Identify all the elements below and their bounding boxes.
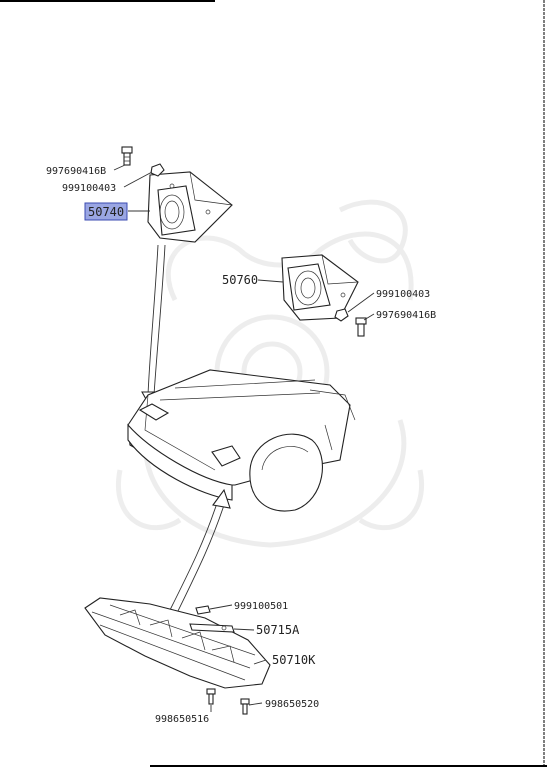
label-50740[interactable]: 50740 — [88, 205, 124, 219]
label-999100501: 999100501 — [234, 601, 288, 612]
arrow-bracket-to-car — [141, 244, 166, 410]
screw-left-icon — [206, 688, 216, 705]
label-999100403-right: 999100403 — [376, 289, 430, 300]
undercover-drawing — [84, 597, 271, 689]
bolt-right-icon — [355, 317, 367, 337]
label-997690416b-top: 997690416B — [46, 166, 106, 177]
strip-front-drawing — [189, 623, 235, 633]
bracket-left-drawing — [147, 171, 233, 243]
label-50740-highlight — [84, 202, 128, 221]
label-998650516: 998650516 — [155, 714, 209, 725]
leader-lines — [113, 164, 375, 712]
bolt-top-icon — [121, 146, 133, 166]
nut-right-icon — [334, 308, 349, 322]
arrow-cover-to-car — [169, 488, 231, 614]
screw-right-icon — [240, 698, 250, 715]
bracket-right-drawing — [281, 254, 359, 321]
label-50760: 50760 — [222, 273, 258, 287]
label-50715a: 50715A — [256, 623, 300, 637]
label-998650520: 998650520 — [265, 699, 319, 710]
clip-front-icon — [195, 605, 211, 615]
car-front-drawing — [127, 369, 356, 512]
label-997690416b-right: 997690416B — [376, 310, 436, 321]
label-999100403-top: 999100403 — [62, 183, 116, 194]
label-50710k: 50710K — [272, 653, 316, 667]
